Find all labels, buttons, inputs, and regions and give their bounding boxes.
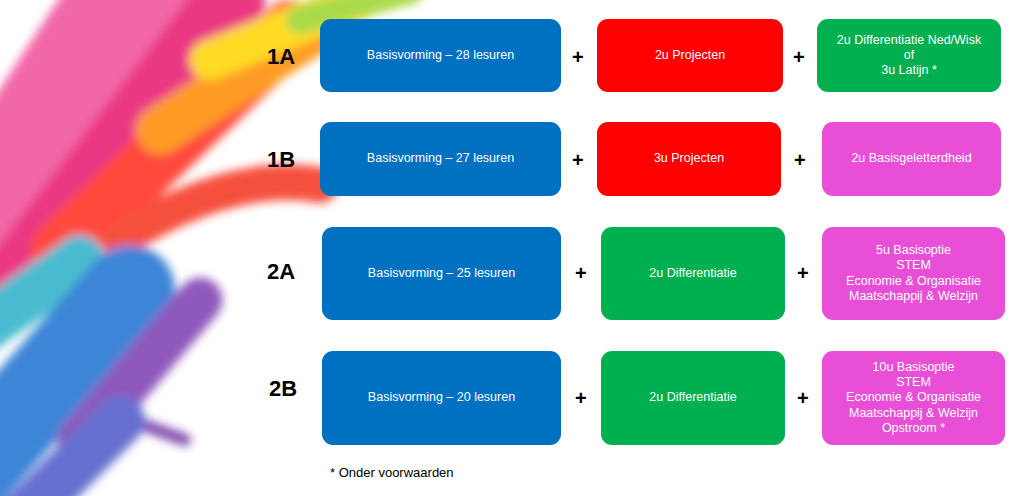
box-text: 2u Differentiatie — [649, 266, 736, 281]
footnote: * Onder voorwaarden — [330, 465, 454, 480]
plus-sign: + — [575, 387, 587, 410]
course-box: Basisvorming – 20 lesuren — [322, 351, 561, 445]
course-box: Basisvorming – 25 lesuren — [322, 227, 561, 320]
box-line: Maatschappij & Welzijn — [849, 406, 978, 421]
row-label: 1A — [267, 44, 295, 70]
box-line: of — [904, 48, 914, 63]
course-box: 2u Basisgeletterdheid — [822, 122, 1001, 196]
box-text: 2u Basisgeletterdheid — [851, 151, 971, 166]
plus-sign: + — [572, 149, 584, 172]
box-text: 2u Differentiatie Ned/Wisk — [837, 33, 981, 48]
course-box: 2u Projecten — [597, 19, 783, 92]
box-line: 3u Latijn * — [881, 63, 937, 78]
course-box: 2u Differentiatie — [601, 227, 785, 320]
plus-sign: + — [797, 387, 809, 410]
box-text: 5u Basisoptie — [876, 243, 951, 258]
plus-sign: + — [572, 46, 584, 69]
box-line: Economie & Organisatie — [846, 274, 981, 289]
box-text: Basisvorming – 28 lesuren — [367, 48, 514, 63]
paint-stroke — [20, 420, 120, 496]
box-text: 10u Basisoptie — [872, 360, 954, 375]
box-text: Basisvorming – 25 lesuren — [368, 266, 515, 281]
box-text: Basisvorming – 20 lesuren — [368, 390, 515, 405]
box-text: 3u Projecten — [654, 151, 724, 166]
box-line: Opstroom * — [882, 421, 945, 436]
box-text: Basisvorming – 27 lesuren — [367, 151, 514, 166]
plus-sign: + — [794, 149, 806, 172]
course-box: 2u Differentiatie Ned/Wiskof3u Latijn * — [817, 19, 1001, 92]
course-box: 2u Differentiatie — [601, 351, 785, 445]
box-line: STEM — [896, 375, 931, 390]
box-line: Economie & Organisatie — [846, 390, 981, 405]
course-box: 5u BasisoptieSTEMEconomie & OrganisatieM… — [822, 227, 1005, 320]
plus-sign: + — [797, 262, 809, 285]
row-label: 1B — [267, 147, 295, 173]
row-label: 2A — [267, 259, 295, 285]
box-line: STEM — [896, 258, 931, 273]
row-label: 2B — [269, 376, 297, 402]
course-box: Basisvorming – 27 lesuren — [320, 122, 561, 196]
course-box: 10u BasisoptieSTEMEconomie & Organisatie… — [822, 351, 1005, 445]
paint-stroke — [120, 182, 320, 240]
course-box: Basisvorming – 28 lesuren — [320, 19, 561, 92]
plus-sign: + — [575, 262, 587, 285]
box-text: 2u Differentiatie — [649, 390, 736, 405]
box-line: Maatschappij & Welzijn — [849, 289, 978, 304]
course-box: 3u Projecten — [597, 122, 781, 196]
paint-stroke — [300, 0, 410, 20]
plus-sign: + — [793, 46, 805, 69]
box-text: 2u Projecten — [655, 48, 725, 63]
